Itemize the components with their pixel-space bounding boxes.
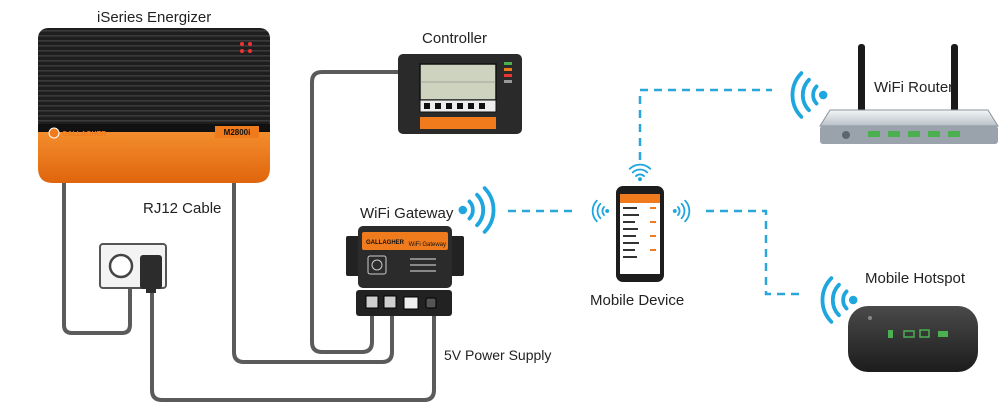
cable-energizer-to-plug bbox=[62, 178, 132, 335]
link-phone-to-router bbox=[638, 88, 772, 160]
router-wifi-icon bbox=[790, 71, 829, 119]
power-supply-cable bbox=[150, 280, 436, 402]
phone-wifi-top-icon bbox=[628, 163, 652, 182]
link-phone-to-hotspot bbox=[706, 209, 800, 296]
cable-controller-to-gateway bbox=[310, 70, 400, 354]
hotspot-icon bbox=[848, 306, 978, 372]
energizer-label: iSeries Energizer bbox=[97, 9, 212, 26]
mobile-device-label: Mobile Device bbox=[590, 292, 685, 309]
power-supply-label: 5V Power Supply bbox=[444, 347, 552, 363]
power-plug-icon bbox=[140, 255, 162, 293]
gateway-model: WiFi Gateway bbox=[409, 242, 446, 248]
rj12-cable-label: RJ12 Cable bbox=[143, 200, 222, 217]
mobile-hotspot-label: Mobile Hotspot bbox=[865, 270, 966, 287]
energizer-brand: GALLAGHER bbox=[62, 131, 106, 138]
energizer-model: M2800i bbox=[224, 128, 251, 137]
wifi-gateway-label: WiFi Gateway bbox=[360, 205, 454, 222]
phone-wifi-left-icon bbox=[591, 199, 610, 223]
controller-device bbox=[398, 54, 522, 134]
iseries-energizer: GALLAGHER M2800i bbox=[38, 28, 270, 183]
router-icon bbox=[819, 44, 999, 144]
gateway-wifi-icon bbox=[457, 186, 496, 234]
wifi-gateway-device: GALLAGHER WiFi Gateway bbox=[346, 226, 464, 316]
wireless-links bbox=[508, 88, 800, 296]
wired-cables bbox=[62, 70, 436, 402]
phone-wifi-right-icon bbox=[672, 199, 691, 223]
power-outlet bbox=[99, 243, 167, 293]
rj12-cable-energizer-to-gateway bbox=[232, 178, 394, 364]
wifi-router-label: WiFi Router bbox=[874, 79, 954, 96]
gateway-brand: GALLAGHER bbox=[366, 240, 405, 246]
energizer-brand-badge: GALLAGHER bbox=[48, 127, 106, 139]
controller-label: Controller bbox=[422, 30, 488, 47]
smartphone-icon bbox=[616, 186, 664, 282]
